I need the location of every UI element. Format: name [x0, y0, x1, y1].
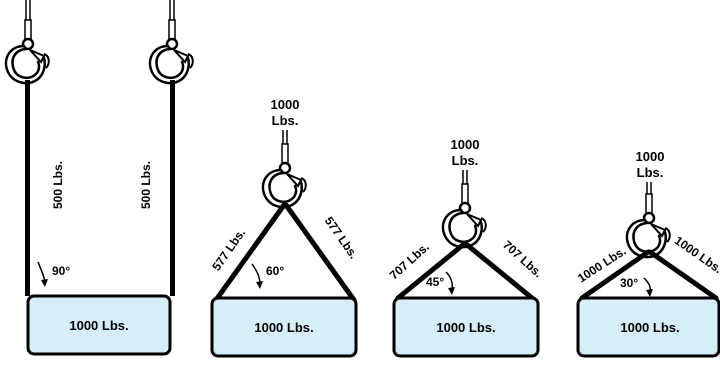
top-load-line2: Lbs. — [272, 113, 299, 128]
hook-icon — [148, 18, 195, 85]
load-label: 1000 Lbs. — [620, 320, 679, 335]
sling-left — [579, 249, 651, 301]
sling-left — [395, 241, 467, 301]
sling-right-label: 500 Lbs. — [139, 161, 153, 209]
diagram-90: 500 Lbs. 500 Lbs. 90° 1000 Lbs. — [4, 0, 195, 356]
angle-label: 30° — [620, 276, 638, 290]
sling-right — [283, 202, 357, 303]
sling-right — [647, 249, 719, 301]
angle-label: 60° — [266, 264, 284, 278]
angle-arrow — [251, 263, 261, 285]
angle-arrowhead — [646, 289, 653, 297]
top-load-line2: Lbs. — [452, 153, 479, 168]
load-box — [26, 294, 172, 356]
load-box — [392, 296, 540, 358]
hook-icon — [4, 18, 51, 85]
sling-right — [463, 241, 535, 301]
sling-right — [170, 80, 175, 296]
sling-left — [213, 202, 287, 303]
load-box — [576, 296, 720, 358]
sling-right-label: 707 Lbs. — [500, 238, 545, 281]
angle-arrowhead — [448, 287, 455, 295]
load-box — [210, 296, 358, 358]
diagram-30: 1000 Lbs. 1000 Lbs. 1000 Lbs. 30° 1000 L… — [575, 149, 720, 358]
hook-icon — [625, 192, 672, 259]
diagram-60: 1000 Lbs. 577 Lbs. 577 Lbs. 60° 1000 Lbs… — [209, 97, 361, 358]
load-label: 1000 Lbs. — [254, 320, 313, 335]
angle-arrow — [37, 261, 46, 283]
angle-arrow — [445, 271, 454, 291]
load-label: 1000 Lbs. — [69, 318, 128, 333]
sling-left — [25, 80, 30, 296]
top-load-line1: 1000 — [451, 137, 480, 152]
hook-icon — [441, 182, 488, 249]
angle-label: 90° — [52, 264, 70, 278]
top-load-line1: 1000 — [271, 97, 300, 112]
hook-icon — [261, 142, 308, 209]
sling-right-label: 577 Lbs. — [322, 214, 361, 261]
angle-label: 45° — [426, 275, 444, 289]
top-load-line1: 1000 — [636, 149, 665, 164]
angle-arrowhead — [41, 279, 48, 287]
diagram-45: 1000 Lbs. 707 Lbs. 707 Lbs. 45° 1000 Lbs… — [387, 137, 545, 358]
angle-arrowhead — [256, 281, 263, 289]
top-load-line2: Lbs. — [637, 165, 664, 180]
sling-left-label: 500 Lbs. — [51, 161, 65, 209]
load-label: 1000 Lbs. — [436, 320, 495, 335]
